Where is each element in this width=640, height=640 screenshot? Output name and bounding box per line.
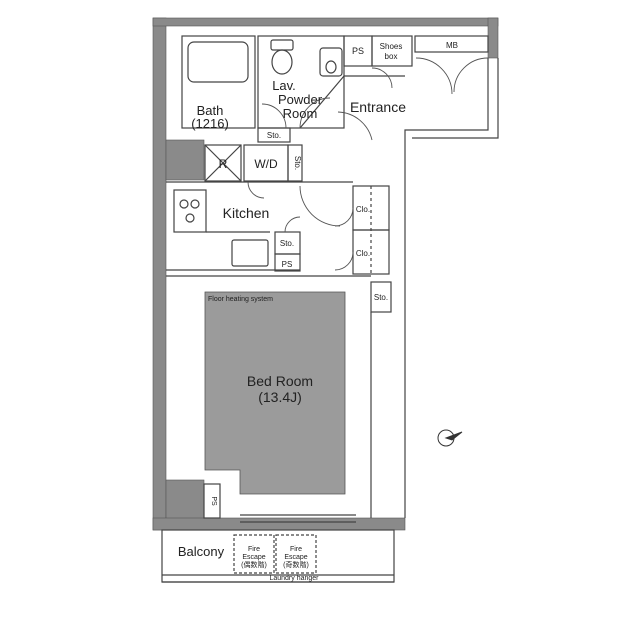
room-label-entrance: Entrance: [350, 99, 406, 115]
room-label-bath-size: (1216): [191, 116, 229, 131]
label-fire-escape-1b: Escape: [242, 554, 265, 561]
label-fire-escape-2b: Escape: [284, 554, 307, 561]
wall-top: [152, 17, 499, 27]
room-label-lav: Lav.: [272, 78, 296, 93]
label-fire-escape-2a: Fire: [290, 546, 302, 553]
wall-right-upper: [487, 17, 499, 59]
room-label-bed-room: Bed Room: [247, 373, 313, 389]
label-ps-bedroom: PS: [210, 496, 217, 506]
label-ps-top: PS: [352, 46, 364, 56]
interior-lines: [161, 35, 499, 583]
wall-chunk-mid-left: [165, 139, 205, 181]
door-swings: [247, 57, 489, 271]
wall-bottom: [152, 517, 406, 531]
label-mb: MB: [446, 41, 458, 50]
room-label-powder-1: Powder: [278, 92, 323, 107]
room-label-powder-2: Room: [283, 106, 318, 121]
label-shoes-box-2: box: [385, 52, 398, 61]
label-laundry-hanger: Laundry hanger: [269, 575, 319, 582]
wall-left-outer: [152, 17, 167, 531]
label-r: R: [219, 157, 228, 171]
label-wd: W/D: [254, 157, 278, 171]
floor-heating-area: [204, 291, 346, 495]
label-fire-escape-1c: (偶数階): [241, 560, 267, 569]
room-label-bath: Bath: [197, 103, 224, 118]
room-label-balcony: Balcony: [178, 544, 225, 559]
label-sto-bedroom: Sto.: [374, 293, 388, 302]
label-floor-heating: Floor heating system: [208, 296, 273, 303]
label-fire-escape-1a: Fire: [248, 546, 260, 553]
label-clo-2: Clo.: [356, 249, 370, 258]
room-label-kitchen: Kitchen: [223, 205, 270, 221]
label-clo-1: Clo.: [356, 205, 370, 214]
label-fire-escape-2c: (奇数階): [283, 560, 309, 569]
label-sto-bath: Sto.: [267, 131, 281, 140]
label-sto-kitchen: Sto.: [280, 239, 294, 248]
walls: [152, 17, 499, 531]
text-labels: Bath (1216) Lav. Powder Room Entrance PS…: [178, 41, 458, 582]
north-compass-icon: [437, 429, 463, 447]
label-ps-kitchen: PS: [282, 260, 293, 269]
label-shoes-box-1: Shoes: [380, 42, 403, 51]
label-sto-vertical: Sto.: [293, 156, 302, 170]
room-label-bed-room-size: (13.4J): [258, 389, 302, 405]
